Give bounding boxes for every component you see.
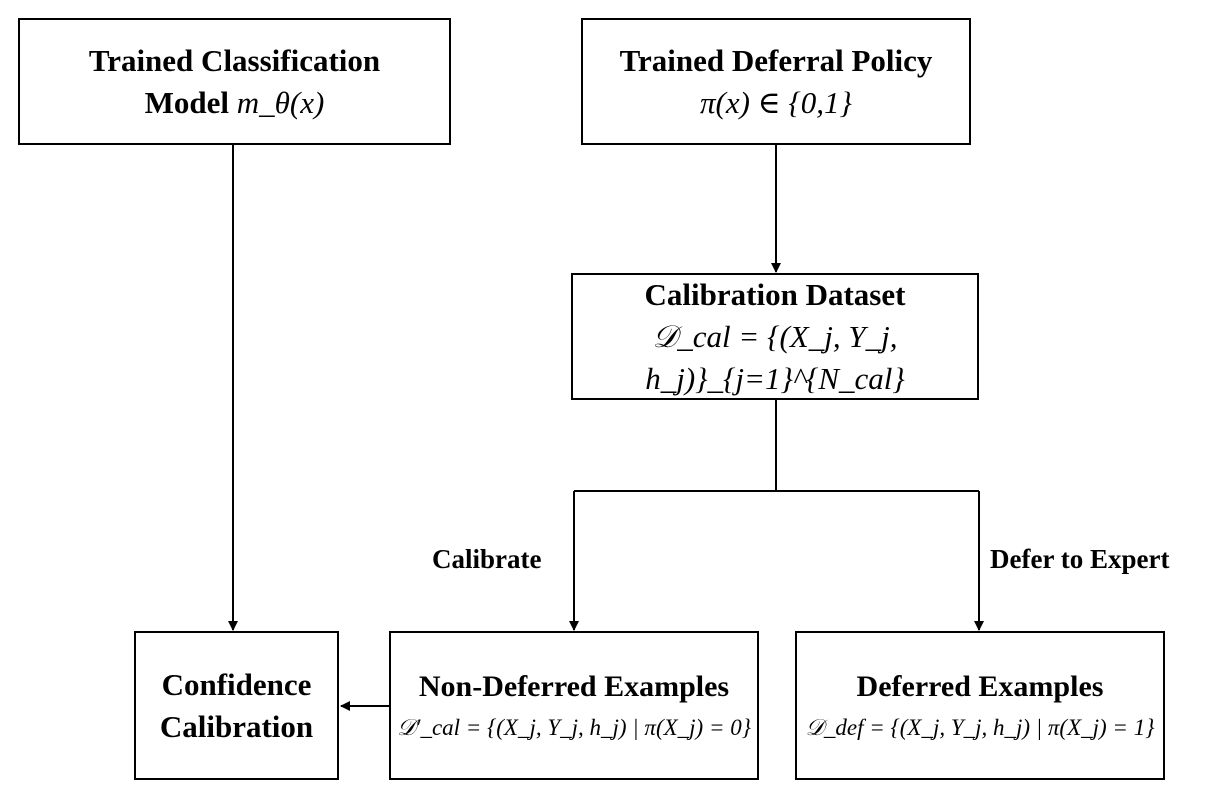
deferral-policy-box: Trained Deferral Policy π(x) ∈ {0,1} xyxy=(581,18,971,145)
confidence-calibration-line2: Calibration xyxy=(159,708,314,744)
deferral-policy-formula: π(x) ∈ {0,1} xyxy=(700,84,852,120)
confidence-calibration-box: Confidence Calibration xyxy=(134,631,339,780)
deferred-formula: 𝒟_def = {(X_j, Y_j, h_j) | π(X_j) = 1} xyxy=(805,714,1155,740)
non-deferred-box: Non-Deferred Examples 𝒟′_cal = {(X_j, Y_… xyxy=(389,631,759,780)
classification-model-label: Model xyxy=(144,84,230,120)
calibration-dataset-box: Calibration Dataset 𝒟_cal = {(X_j, Y_j, … xyxy=(571,273,979,400)
classification-model-line2: Model m_θ(x) xyxy=(145,82,325,124)
non-deferred-title: Non-Deferred Examples xyxy=(418,669,730,703)
calibration-dataset-formula: 𝒟_cal = {(X_j, Y_j, h_j)}_{j=1}^{N_cal} xyxy=(645,318,905,396)
calibration-dataset-title: Calibration Dataset xyxy=(644,276,906,312)
calibrate-label: Calibrate xyxy=(432,544,542,574)
deferred-box: Deferred Examples 𝒟_def = {(X_j, Y_j, h_… xyxy=(795,631,1165,780)
non-deferred-formula: 𝒟′_cal = {(X_j, Y_j, h_j) | π(X_j) = 0} xyxy=(397,714,751,740)
confidence-calibration-line1: Confidence xyxy=(161,666,312,702)
defer-to-expert-label: Defer to Expert xyxy=(990,544,1170,574)
classification-model-formula: m_θ(x) xyxy=(236,84,325,120)
deferral-policy-title: Trained Deferral Policy xyxy=(619,42,933,78)
deferred-title: Deferred Examples xyxy=(856,669,1104,703)
classification-model-title: Trained Classification xyxy=(88,42,381,78)
classification-model-box: Trained Classification Model m_θ(x) xyxy=(18,18,451,145)
